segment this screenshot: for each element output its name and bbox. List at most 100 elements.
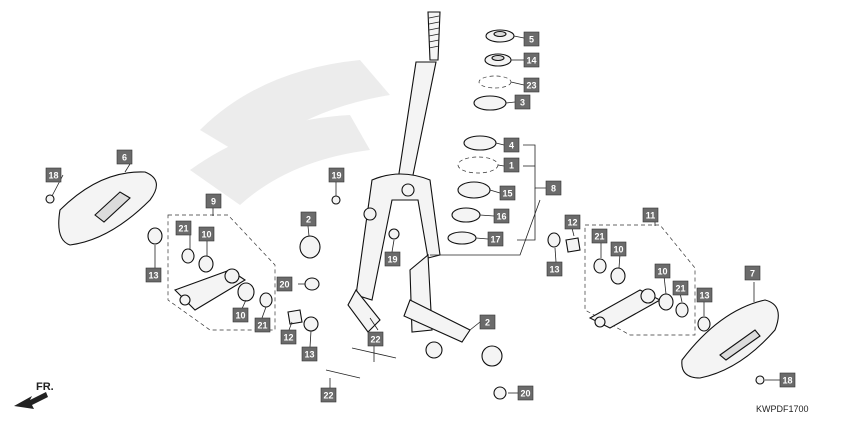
callout-number: 10 — [235, 311, 245, 321]
callout-number: 21 — [178, 224, 188, 234]
part-callout-18: 18 — [45, 167, 62, 183]
part-callout-21: 21 — [672, 280, 689, 296]
part-callout-5: 5 — [523, 31, 540, 47]
callout-number: 6 — [122, 153, 127, 163]
callout-box — [523, 31, 540, 47]
right-cover — [681, 299, 779, 385]
callout-box — [503, 157, 520, 173]
callout-number: 15 — [502, 189, 512, 199]
callout-box — [545, 180, 562, 196]
part-callout-12: 12 — [280, 329, 297, 345]
callout-box — [672, 280, 689, 296]
callout-number: 19 — [387, 255, 397, 265]
callout-number: 12 — [567, 218, 577, 228]
part-callout-11: 11 — [642, 207, 659, 223]
part-callout-15: 15 — [499, 185, 516, 201]
callout-box — [254, 317, 271, 333]
part-callout-22: 22 — [320, 387, 337, 403]
callout-number: 13 — [699, 291, 709, 301]
callout-number: 8 — [551, 184, 556, 194]
callout-box — [232, 307, 249, 323]
center-small-parts — [287, 195, 507, 400]
callout-group: 5 14 233 4 18 15 16 17 6 18 9 21 10 13 10 21 19 2 20 12 13 19… — [45, 31, 796, 403]
part-callout-21: 21 — [254, 317, 271, 333]
callout-number: 9 — [211, 197, 216, 207]
callout-box — [503, 137, 520, 153]
callout-box — [479, 314, 496, 330]
callout-number: 2 — [306, 215, 311, 225]
part-callout-9: 9 — [205, 193, 222, 209]
leader-lines — [51, 35, 780, 394]
callout-number: 21 — [675, 284, 685, 294]
front-direction-label: FR. — [36, 381, 54, 393]
callout-number: 7 — [750, 269, 755, 279]
callout-number: 22 — [323, 391, 333, 401]
bearing-stack — [447, 29, 515, 245]
part-callout-8: 8 — [545, 180, 562, 196]
part-callout-18: 18 — [779, 372, 796, 388]
callout-box — [591, 228, 608, 244]
callout-box — [198, 226, 215, 242]
callout-number: 16 — [496, 212, 506, 222]
part-callout-14: 14 — [523, 52, 540, 68]
callout-box — [744, 265, 761, 281]
part-callout-10: 10 — [654, 263, 671, 279]
part-callout-3: 3 — [514, 94, 531, 110]
callout-number: 21 — [257, 321, 267, 331]
callout-number: 10 — [657, 267, 667, 277]
part-callout-13: 13 — [696, 287, 713, 303]
callout-number: 12 — [283, 333, 293, 343]
callout-number: 23 — [526, 81, 536, 91]
callout-box — [300, 211, 317, 227]
callout-number: 13 — [304, 350, 314, 360]
callout-box — [493, 208, 510, 224]
callout-box — [45, 167, 62, 183]
callout-number: 11 — [646, 211, 656, 221]
callout-number: 13 — [549, 265, 559, 275]
callout-box — [514, 94, 531, 110]
part-callout-22: 22 — [367, 331, 384, 347]
callout-box — [384, 251, 401, 267]
callout-number: 14 — [526, 56, 536, 66]
watermark-logo — [190, 60, 390, 205]
part-callout-6: 6 — [116, 149, 133, 165]
part-callout-21: 21 — [175, 220, 192, 236]
callout-number: 21 — [594, 232, 604, 242]
callout-box — [779, 372, 796, 388]
callout-box — [116, 149, 133, 165]
callout-number: 20 — [279, 280, 289, 290]
part-callout-23: 23 — [523, 77, 540, 93]
part-callout-20: 20 — [517, 385, 534, 401]
callout-number: 20 — [520, 389, 530, 399]
callout-box — [523, 77, 540, 93]
callout-box — [276, 276, 293, 292]
part-callout-19: 19 — [328, 167, 345, 183]
part-callout-17: 17 — [487, 231, 504, 247]
part-callout-2: 2 — [300, 211, 317, 227]
left-cover — [45, 171, 157, 246]
callout-box — [499, 185, 516, 201]
callout-number: 3 — [520, 98, 525, 108]
callout-box — [546, 261, 563, 277]
callout-box — [564, 214, 581, 230]
callout-box — [487, 231, 504, 247]
callout-number: 17 — [490, 235, 500, 245]
callout-box — [642, 207, 659, 223]
callout-box — [654, 263, 671, 279]
part-callout-13: 13 — [145, 267, 162, 283]
front-fork — [347, 173, 471, 343]
callout-box — [367, 331, 384, 347]
callout-box — [280, 329, 297, 345]
callout-box — [145, 267, 162, 283]
callout-number: 5 — [529, 35, 534, 45]
callout-number: 4 — [509, 141, 514, 151]
callout-box — [610, 241, 627, 257]
part-callout-10: 10 — [198, 226, 215, 242]
callout-box — [320, 387, 337, 403]
callout-box — [517, 385, 534, 401]
callout-number: 10 — [613, 245, 623, 255]
callout-box — [301, 346, 318, 362]
part-callout-12: 12 — [564, 214, 581, 230]
callout-number: 2 — [485, 318, 490, 328]
